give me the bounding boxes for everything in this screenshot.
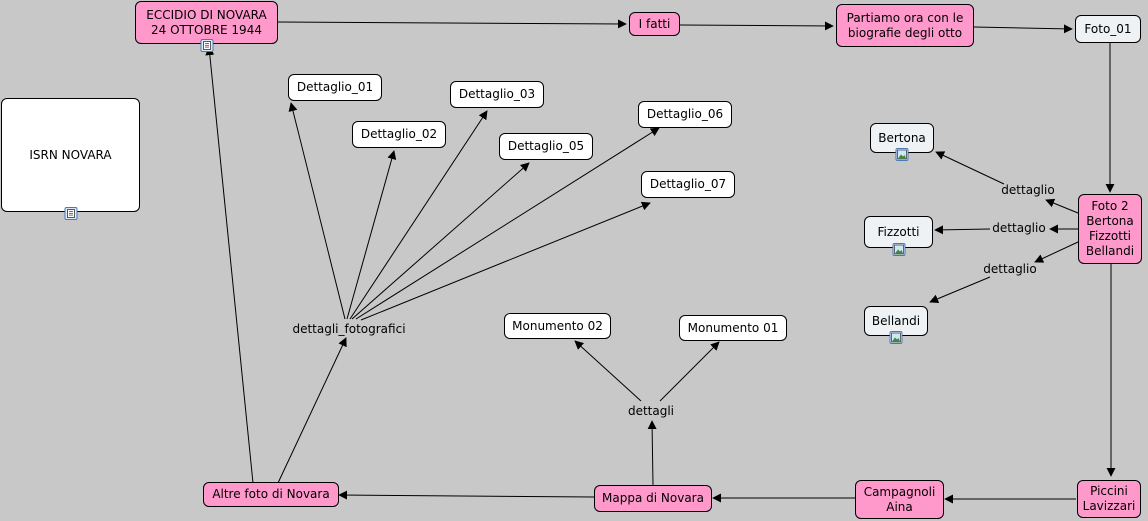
- edge-df-dett03: [349, 110, 488, 320]
- concept-foto-2[interactable]: Foto 2 Bertona Fizzotti Bellandi: [1078, 194, 1142, 264]
- concept-label: ISRN NOVARA: [29, 147, 112, 162]
- edge-df-dett05: [351, 162, 530, 320]
- concept-partiamo-ora[interactable]: Partiamo ora con le biografie degli otto: [836, 4, 974, 47]
- concept-eccidio-di-novara[interactable]: ECCIDIO DI NOVARA 24 OTTOBRE 1944: [135, 1, 278, 52]
- concept-dettaglio-02[interactable]: Dettaglio_02: [352, 121, 446, 148]
- concept-dettaglio-06[interactable]: Dettaglio_06: [638, 101, 732, 128]
- concept-label: Monumento 02: [512, 318, 603, 333]
- edge-mappa-dettagli: [647, 420, 657, 486]
- concept-fizzotti[interactable]: Fizzotti: [864, 216, 933, 256]
- concept-bertona[interactable]: Bertona: [870, 123, 934, 161]
- edge-df-dett06: [355, 127, 660, 320]
- edge-mappa-altrefoto: [338, 490, 595, 500]
- edge-altrefoto-dettaglifotografici: [277, 337, 347, 484]
- concept-label: Dettaglio_05: [507, 139, 585, 153]
- concept-label: Piccini Lavizzari: [1082, 484, 1136, 513]
- concept-label: Bellandi: [871, 313, 921, 328]
- concept-label: Dettaglio_03: [458, 87, 536, 101]
- document-icon[interactable]: [64, 207, 77, 220]
- linking-phrase-dettagli-fotografici[interactable]: dettagli_fotografici: [292, 322, 406, 336]
- edge-eccidio-ifatti: [277, 19, 627, 29]
- linking-phrase-dettaglio-bellandi[interactable]: dettaglio: [983, 262, 1037, 276]
- concept-label: Campagnoli Aina: [863, 484, 936, 514]
- concept-dettaglio-05[interactable]: Dettaglio_05: [499, 133, 593, 160]
- edge-ifatti-partiamo: [679, 21, 834, 31]
- concept-piccini-lavizzari[interactable]: Piccini Lavizzari: [1077, 480, 1141, 518]
- concept-bellandi[interactable]: Bellandi: [864, 306, 928, 344]
- edge-dettaglio3-bellandi: [929, 276, 991, 304]
- concept-label: Dettaglio_02: [360, 127, 438, 141]
- concept-altre-foto-di-novara[interactable]: Altre foto di Novara: [203, 482, 339, 507]
- concept-label: I fatti: [638, 16, 671, 31]
- concept-dettaglio-07[interactable]: Dettaglio_07: [641, 171, 735, 198]
- concept-label: Monumento 01: [687, 320, 779, 335]
- concept-campagnoli-aina[interactable]: Campagnoli Aina: [855, 480, 944, 519]
- edge-foto2-dettaglio1: [1045, 198, 1079, 214]
- linking-phrase-dettagli[interactable]: dettagli: [627, 404, 675, 418]
- concept-label: Foto_01: [1084, 21, 1132, 36]
- concept-isrn-novara[interactable]: ISRN NOVARA: [1, 98, 140, 220]
- linking-phrase-dettaglio-fizzotti[interactable]: dettaglio: [992, 221, 1046, 235]
- image-icon[interactable]: [895, 148, 909, 161]
- concept-foto-01[interactable]: Foto_01: [1075, 15, 1141, 43]
- concept-dettaglio-03[interactable]: Dettaglio_03: [450, 81, 544, 108]
- concept-label: Dettaglio_01: [296, 80, 374, 94]
- concept-mappa-di-novara[interactable]: Mappa di Novara: [594, 485, 712, 512]
- concept-dettaglio-01[interactable]: Dettaglio_01: [288, 74, 382, 101]
- concept-label: Dettaglio_06: [646, 107, 724, 121]
- linking-phrase-dettaglio-bertona[interactable]: dettaglio: [1001, 183, 1055, 197]
- edge-df-dett01: [288, 102, 346, 320]
- edge-dettaglio1-bertona: [935, 151, 1005, 185]
- image-icon[interactable]: [889, 331, 903, 344]
- concept-label: Dettaglio_07: [649, 177, 727, 191]
- edge-df-dett07: [360, 201, 651, 321]
- edge-dettagli-monumento01: [659, 341, 720, 402]
- concept-i-fatti[interactable]: I fatti: [629, 12, 680, 36]
- edge-partiamo-foto01: [973, 24, 1073, 34]
- edge-foto2-dettaglio3: [1034, 241, 1079, 263]
- concept-label: Foto 2 Bertona Fizzotti Bellandi: [1085, 199, 1135, 258]
- concept-monumento-01[interactable]: Monumento 01: [679, 315, 787, 341]
- concept-label: ECCIDIO DI NOVARA 24 OTTOBRE 1944: [146, 7, 267, 37]
- concept-label: Mappa di Novara: [602, 491, 704, 505]
- edge-dettaglio2-fizzotti: [934, 225, 991, 235]
- document-icon[interactable]: [200, 39, 213, 52]
- edge-dettagli-monumento02: [574, 340, 642, 402]
- edge-df-dett02: [346, 150, 397, 320]
- concept-label: Altre foto di Novara: [212, 487, 330, 501]
- concept-label: Partiamo ora con le biografie degli otto: [846, 10, 964, 40]
- concept-monumento-02[interactable]: Monumento 02: [504, 313, 611, 339]
- image-icon[interactable]: [892, 243, 905, 256]
- edge-altrefoto-eccidio: [205, 46, 254, 484]
- concept-label: Bertona: [878, 130, 926, 145]
- concept-label: Fizzotti: [877, 224, 920, 239]
